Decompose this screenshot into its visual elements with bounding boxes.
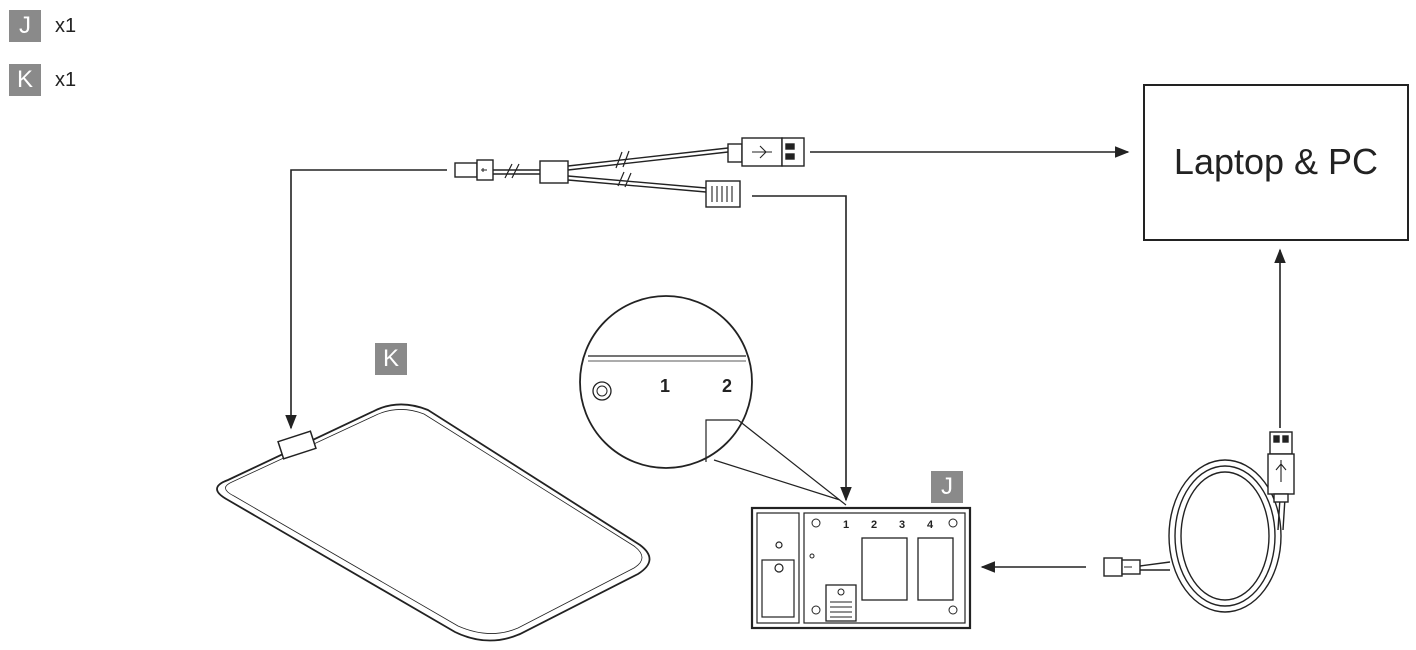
legend-item-k: K x1 <box>9 64 76 96</box>
connector-lines <box>285 146 1286 573</box>
legend-badge-k: K <box>9 64 41 96</box>
hub-port-4: 4 <box>927 519 934 531</box>
legend-item-j: J x1 <box>9 10 76 42</box>
coiled-usb-cable <box>1103 431 1295 613</box>
hub-port-2: 2 <box>871 519 877 531</box>
hub-port-3: 3 <box>899 519 905 531</box>
mouse-pad <box>216 403 651 642</box>
legend-qty-k: x1 <box>55 68 77 91</box>
hub-badge-j: J <box>931 471 963 503</box>
usb-hub <box>750 506 972 630</box>
y-splitter-cable <box>454 137 805 208</box>
laptop-pc-box: Laptop & PC <box>1143 84 1409 241</box>
legend-badge-j: J <box>9 10 41 42</box>
laptop-pc-label: Laptop & PC <box>1174 141 1378 182</box>
zoom-port-2: 2 <box>722 376 732 396</box>
mat-badge-k: K <box>375 343 407 375</box>
zoom-port-1: 1 <box>660 376 670 396</box>
hub-port-1: 1 <box>843 519 849 531</box>
legend-qty-j: x1 <box>55 14 77 37</box>
port-zoom-callout <box>579 295 847 506</box>
